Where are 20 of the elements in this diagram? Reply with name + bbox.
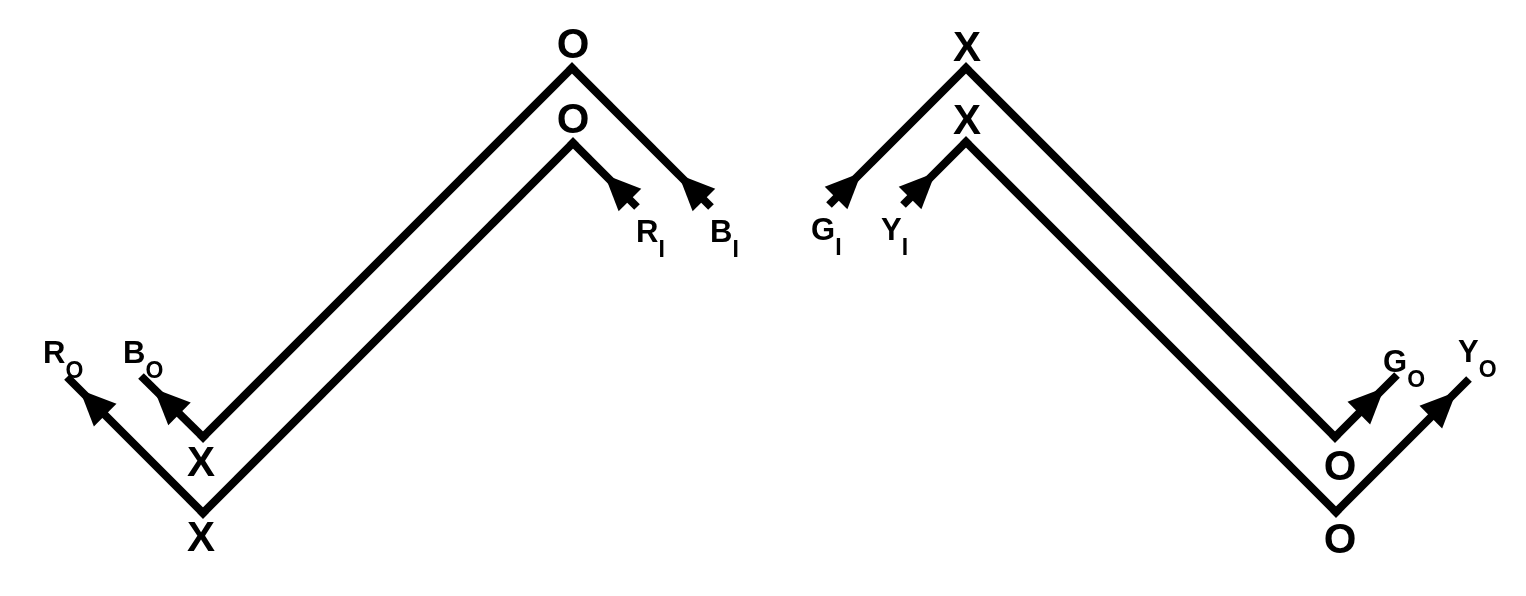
endpoint-label: G$_{O}$: [1383, 346, 1425, 391]
vertex-label: O: [1323, 518, 1357, 560]
vertex-label: O: [1323, 445, 1357, 487]
vertex-label: O: [556, 98, 590, 140]
endpoint-label: R$_{I}$: [636, 216, 665, 261]
vertex-label: X: [953, 99, 981, 141]
endpoint-label: Y$_{O}$: [1458, 336, 1497, 381]
endpoint-label: R$_{O}$: [43, 337, 84, 382]
arrow: [64, 374, 209, 519]
vertex-label: X: [187, 441, 215, 483]
arrow: [1330, 376, 1472, 518]
endpoint-label: B$_{I}$: [710, 216, 739, 261]
arrow: [1329, 372, 1400, 443]
endpoint-label: G$_{I}$: [811, 214, 842, 259]
vertex-label: X: [187, 516, 215, 558]
vertex-label: X: [953, 26, 981, 68]
endpoint-label: B$_{O}$: [123, 337, 164, 382]
vertex-label: O: [556, 23, 590, 65]
arrow: [138, 373, 209, 443]
endpoint-label: Y$_{I}$: [881, 214, 909, 259]
